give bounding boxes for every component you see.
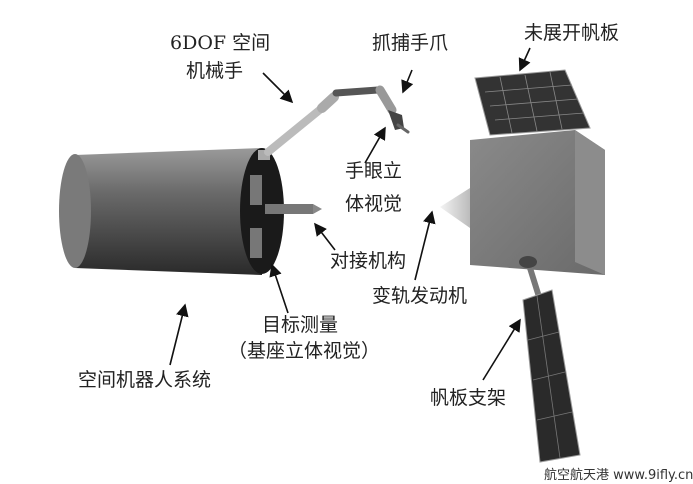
label-orbit-engine: 变轨发动机 bbox=[372, 285, 468, 307]
pointer-arrows bbox=[169, 47, 531, 381]
label-gripper: 抓捕手爪 bbox=[372, 32, 449, 54]
label-target-measure-line2: （基座立体视觉） bbox=[228, 340, 381, 362]
robotic-arm bbox=[264, 85, 410, 156]
base-spacecraft-cylinder bbox=[59, 148, 284, 275]
label-6dof-arm-line2: 机械手 bbox=[186, 60, 244, 82]
label-panel-bracket: 帆板支架 bbox=[430, 387, 507, 409]
label-6dof-arm-line1: 6DOF 空间 bbox=[170, 32, 271, 54]
label-solar-panel: 未展开帆板 bbox=[524, 22, 620, 44]
target-satellite bbox=[440, 69, 605, 463]
label-docking: 对接机构 bbox=[330, 250, 407, 272]
label-robot-system: 空间机器人系统 bbox=[78, 369, 212, 391]
watermark: 航空航天港 www.9ifly.cn bbox=[544, 468, 693, 483]
docking-mechanism bbox=[265, 204, 322, 214]
label-target-measure-line1: 目标测量 bbox=[262, 314, 339, 336]
label-hand-eye-line2: 体视觉 bbox=[345, 193, 403, 215]
label-hand-eye-line1: 手眼立 bbox=[345, 160, 403, 182]
